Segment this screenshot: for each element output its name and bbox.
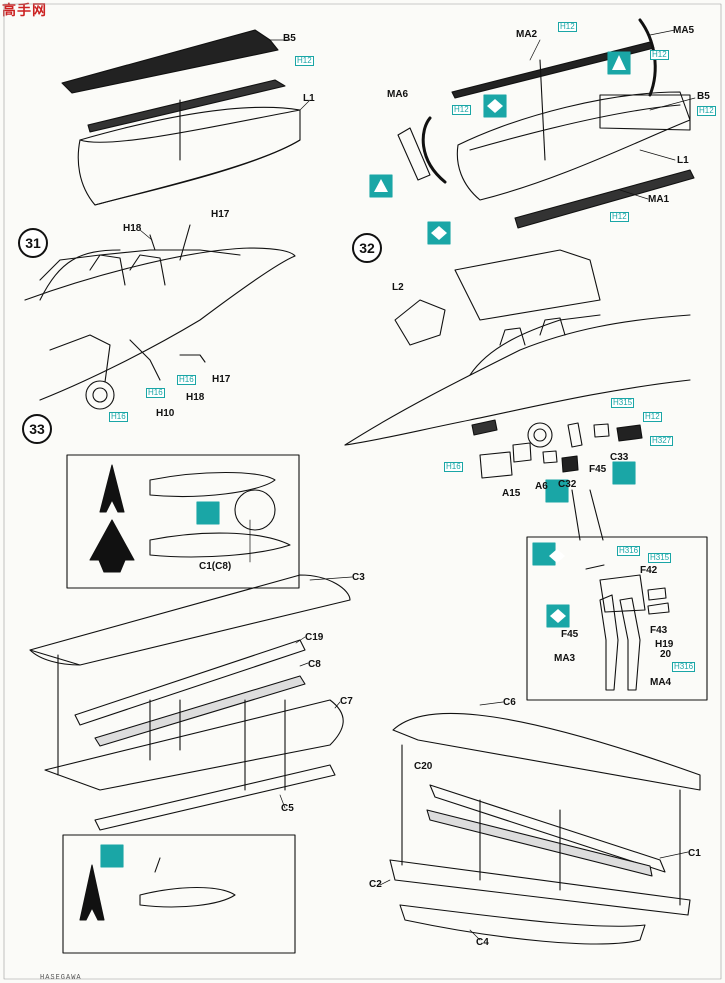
- part-label-b5-left: B5: [283, 33, 296, 44]
- wing-left-parts: [29, 574, 351, 831]
- paint-code: H12: [697, 106, 716, 116]
- part-label-a15: A15: [502, 488, 521, 499]
- part-label-ma5: MA5: [673, 25, 695, 36]
- part-label-h17-bottom: H17: [212, 374, 231, 385]
- paint-code: H16: [444, 462, 463, 472]
- paint-code: H12: [452, 105, 471, 115]
- part-label-c2: C2: [369, 879, 382, 890]
- paint-code: H16: [146, 388, 165, 398]
- paint-code: H327: [650, 436, 674, 446]
- paint-code: H12: [610, 212, 629, 222]
- part-label-f43: F43: [650, 625, 668, 636]
- part-label-h19: H19: [655, 639, 674, 650]
- part-label-ma6: MA6: [387, 89, 409, 100]
- part-label-c33: C33: [610, 452, 629, 463]
- step-number-33: 33: [22, 414, 52, 444]
- canopy-frame-left: [61, 29, 301, 206]
- part-label-l1-left: L1: [303, 93, 315, 104]
- part-label-l2: L2: [392, 282, 404, 293]
- part-label-c1: C1: [688, 848, 701, 859]
- paint-markers: [100, 51, 636, 868]
- part-label-l1-right: L1: [677, 155, 689, 166]
- paint-code: H12: [643, 412, 662, 422]
- part-label-c8: C8: [308, 659, 321, 670]
- part-label-a6: A6: [535, 481, 548, 492]
- watermark-text: 高手网: [2, 2, 47, 18]
- wing-right-parts: [389, 712, 701, 945]
- detail-box-seat: [526, 536, 708, 701]
- paint-code: H316: [617, 546, 641, 556]
- part-label-c3: C3: [352, 572, 365, 583]
- part-label-ma1: MA1: [648, 194, 670, 205]
- part-label-c32: C32: [558, 479, 577, 490]
- part-label-c1-c8: C1(C8): [199, 561, 232, 572]
- part-label-ma4: MA4: [650, 677, 672, 688]
- part-label-c5: C5: [281, 803, 294, 814]
- paint-code: H315: [611, 398, 635, 408]
- part-label-h10: H10: [156, 408, 175, 419]
- part-label-ma3: MA3: [554, 653, 576, 664]
- paint-code: H316: [672, 662, 696, 672]
- part-label-f45-top: F45: [589, 464, 607, 475]
- part-label-c4: C4: [476, 937, 489, 948]
- detail-box-lower-left: [62, 834, 296, 954]
- step-number-32: 32: [352, 233, 382, 263]
- fuselage-step31: [24, 224, 296, 410]
- paint-code: H16: [109, 412, 128, 422]
- part-label-f42: F42: [640, 565, 658, 576]
- fuselage-step32: [344, 249, 691, 541]
- part-label-c19: C19: [305, 632, 324, 643]
- part-label-f45-detail: F45: [561, 629, 579, 640]
- part-label-c6: C6: [503, 697, 516, 708]
- part-label-h18-top: H18: [123, 223, 142, 234]
- part-label-20: 20: [660, 649, 672, 660]
- part-label-b5-right: B5: [697, 91, 710, 102]
- part-label-ma2: MA2: [516, 29, 538, 40]
- step-number-31: 31: [18, 228, 48, 258]
- part-label-h17-top: H17: [211, 209, 230, 220]
- paint-code: H12: [650, 50, 669, 60]
- part-label-c20: C20: [414, 761, 433, 772]
- paint-code: H12: [558, 22, 577, 32]
- part-label-h18-bottom: H18: [186, 392, 205, 403]
- paint-code: H16: [177, 375, 196, 385]
- paint-code: H12: [295, 56, 314, 66]
- paint-code: H315: [648, 553, 672, 563]
- part-label-c7: C7: [340, 696, 353, 707]
- footer-text: HASEGAWA: [40, 974, 82, 982]
- leader-lines: [139, 29, 696, 941]
- detail-box-upper-left: [66, 454, 300, 589]
